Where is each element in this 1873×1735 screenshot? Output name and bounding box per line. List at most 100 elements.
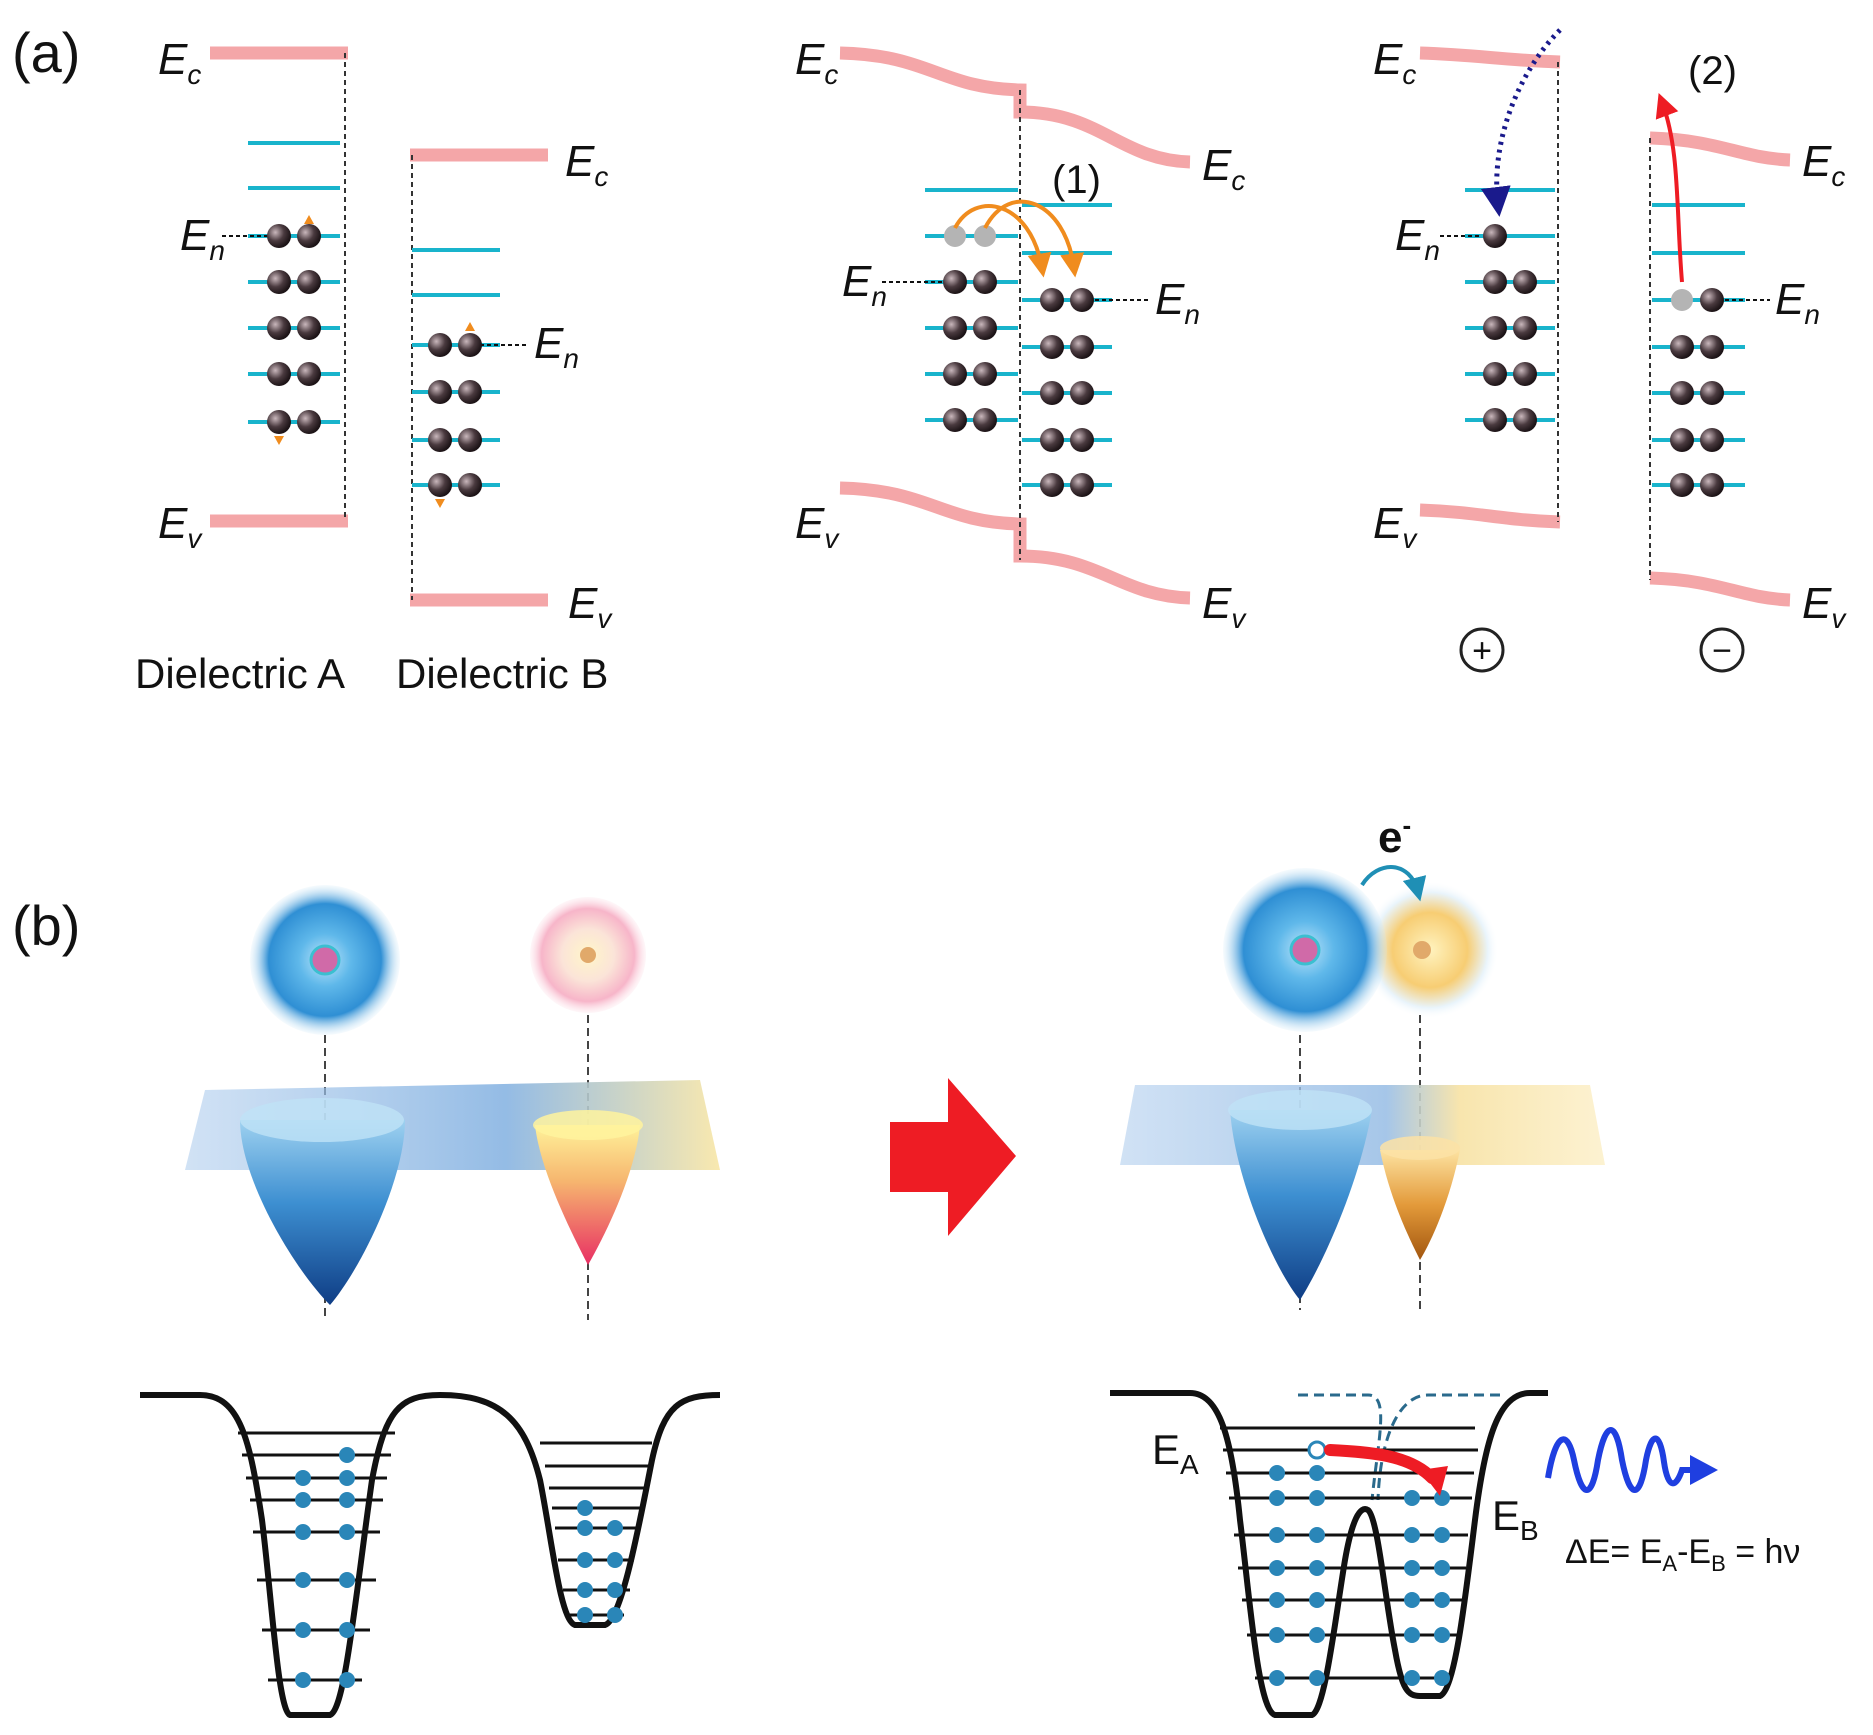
well-rim — [1228, 1090, 1372, 1130]
ec-label: Ec — [1802, 137, 1845, 192]
electron — [1269, 1592, 1285, 1608]
electron — [295, 1470, 311, 1486]
electron — [1269, 1670, 1285, 1686]
electron — [1700, 288, 1724, 312]
photon-wave-icon — [1545, 1427, 1695, 1493]
electron — [1404, 1490, 1420, 1506]
electron — [295, 1572, 311, 1588]
electron — [577, 1552, 593, 1568]
electron — [1040, 473, 1064, 497]
ev-label: Ev — [568, 579, 613, 634]
electron-vacancy — [1307, 1440, 1327, 1460]
electron — [1513, 316, 1537, 340]
electron — [1070, 288, 1094, 312]
potential-curve — [140, 1391, 721, 1718]
well-rim — [1380, 1136, 1460, 1160]
electron — [339, 1524, 355, 1540]
electron-label: e- — [1378, 810, 1411, 862]
electron — [973, 316, 997, 340]
ec-label: Ec — [1373, 35, 1416, 90]
electron — [1404, 1670, 1420, 1686]
electron — [1434, 1527, 1450, 1543]
hole — [974, 225, 996, 247]
electron — [1483, 316, 1507, 340]
electron — [973, 362, 997, 386]
separation-diagram: (2) Ec Ec En En Ev Ev + − — [1373, 28, 1847, 673]
valence-band-curve — [1419, 503, 1561, 529]
electron — [297, 410, 321, 434]
ev-label: Ev — [158, 499, 203, 554]
en-label: En — [842, 257, 887, 312]
electron — [607, 1582, 623, 1598]
electron — [577, 1582, 593, 1598]
electron — [1070, 428, 1094, 452]
electron — [1404, 1560, 1420, 1576]
electron — [1483, 270, 1507, 294]
electron — [1700, 473, 1724, 497]
coupled-wells-diagram: EA EB ΔE= EA-EB = hν — [1110, 1390, 1800, 1718]
original-well-dashed — [1376, 1393, 1500, 1501]
dielectric-a-label: Dielectric A — [135, 650, 345, 697]
well-b-electrons — [577, 1500, 623, 1623]
electron — [943, 362, 967, 386]
electron — [1309, 1527, 1325, 1543]
electron-pairs — [943, 270, 1094, 497]
electron — [295, 1622, 311, 1638]
separate-atoms-illustration — [185, 885, 720, 1320]
potential-curve — [1110, 1390, 1548, 1718]
electron — [1040, 335, 1064, 359]
electron — [1434, 1627, 1450, 1643]
electron — [577, 1607, 593, 1623]
panel-b: (b) e- — [12, 810, 1800, 1718]
electron — [1269, 1560, 1285, 1576]
electron — [1309, 1560, 1325, 1576]
well-rim — [240, 1098, 404, 1142]
conduction-band-curve — [839, 46, 1191, 169]
electron — [428, 333, 452, 357]
electron — [297, 362, 321, 386]
electron — [1269, 1465, 1285, 1481]
electron — [297, 270, 321, 294]
electron — [297, 316, 321, 340]
minus-charge-icon — [1699, 627, 1745, 673]
electron-pairs — [267, 215, 321, 445]
electron — [1309, 1627, 1325, 1643]
electron — [339, 1470, 355, 1486]
electron — [1434, 1560, 1450, 1576]
electron — [339, 1447, 355, 1463]
electron — [1309, 1592, 1325, 1608]
electron — [607, 1607, 623, 1623]
electron — [428, 380, 452, 404]
electron — [1700, 428, 1724, 452]
nucleus-icon — [309, 944, 341, 976]
process-arrow-icon — [890, 1078, 1016, 1236]
ev-label: Ev — [795, 499, 840, 554]
transfer-arrow — [983, 199, 1084, 278]
electron — [295, 1672, 311, 1688]
step-2-label: (2) — [1688, 49, 1737, 93]
electron — [428, 473, 452, 497]
nucleus-icon — [1289, 934, 1321, 966]
escape-arrow — [1655, 93, 1684, 283]
electron — [607, 1520, 623, 1536]
electron — [458, 333, 482, 357]
photon-arrowhead — [1690, 1455, 1718, 1485]
potential-well-b — [1380, 1150, 1460, 1260]
well-a-electrons — [295, 1447, 355, 1688]
potential-well-a — [1230, 1110, 1372, 1300]
panel-b-label: (b) — [12, 894, 80, 957]
electron — [1513, 408, 1537, 432]
en-label: En — [1775, 275, 1820, 330]
original-well-dashed — [1298, 1393, 1383, 1501]
electron-transfer-arrow — [1360, 865, 1427, 902]
electron — [1070, 381, 1094, 405]
eb-label: EB — [1492, 1492, 1539, 1546]
dielectric-b-diagram: Ec En Ev — [410, 137, 613, 634]
electron — [267, 316, 291, 340]
electron — [973, 408, 997, 432]
electron — [1700, 335, 1724, 359]
electron — [1070, 335, 1094, 359]
hole — [944, 225, 966, 247]
electron — [943, 270, 967, 294]
